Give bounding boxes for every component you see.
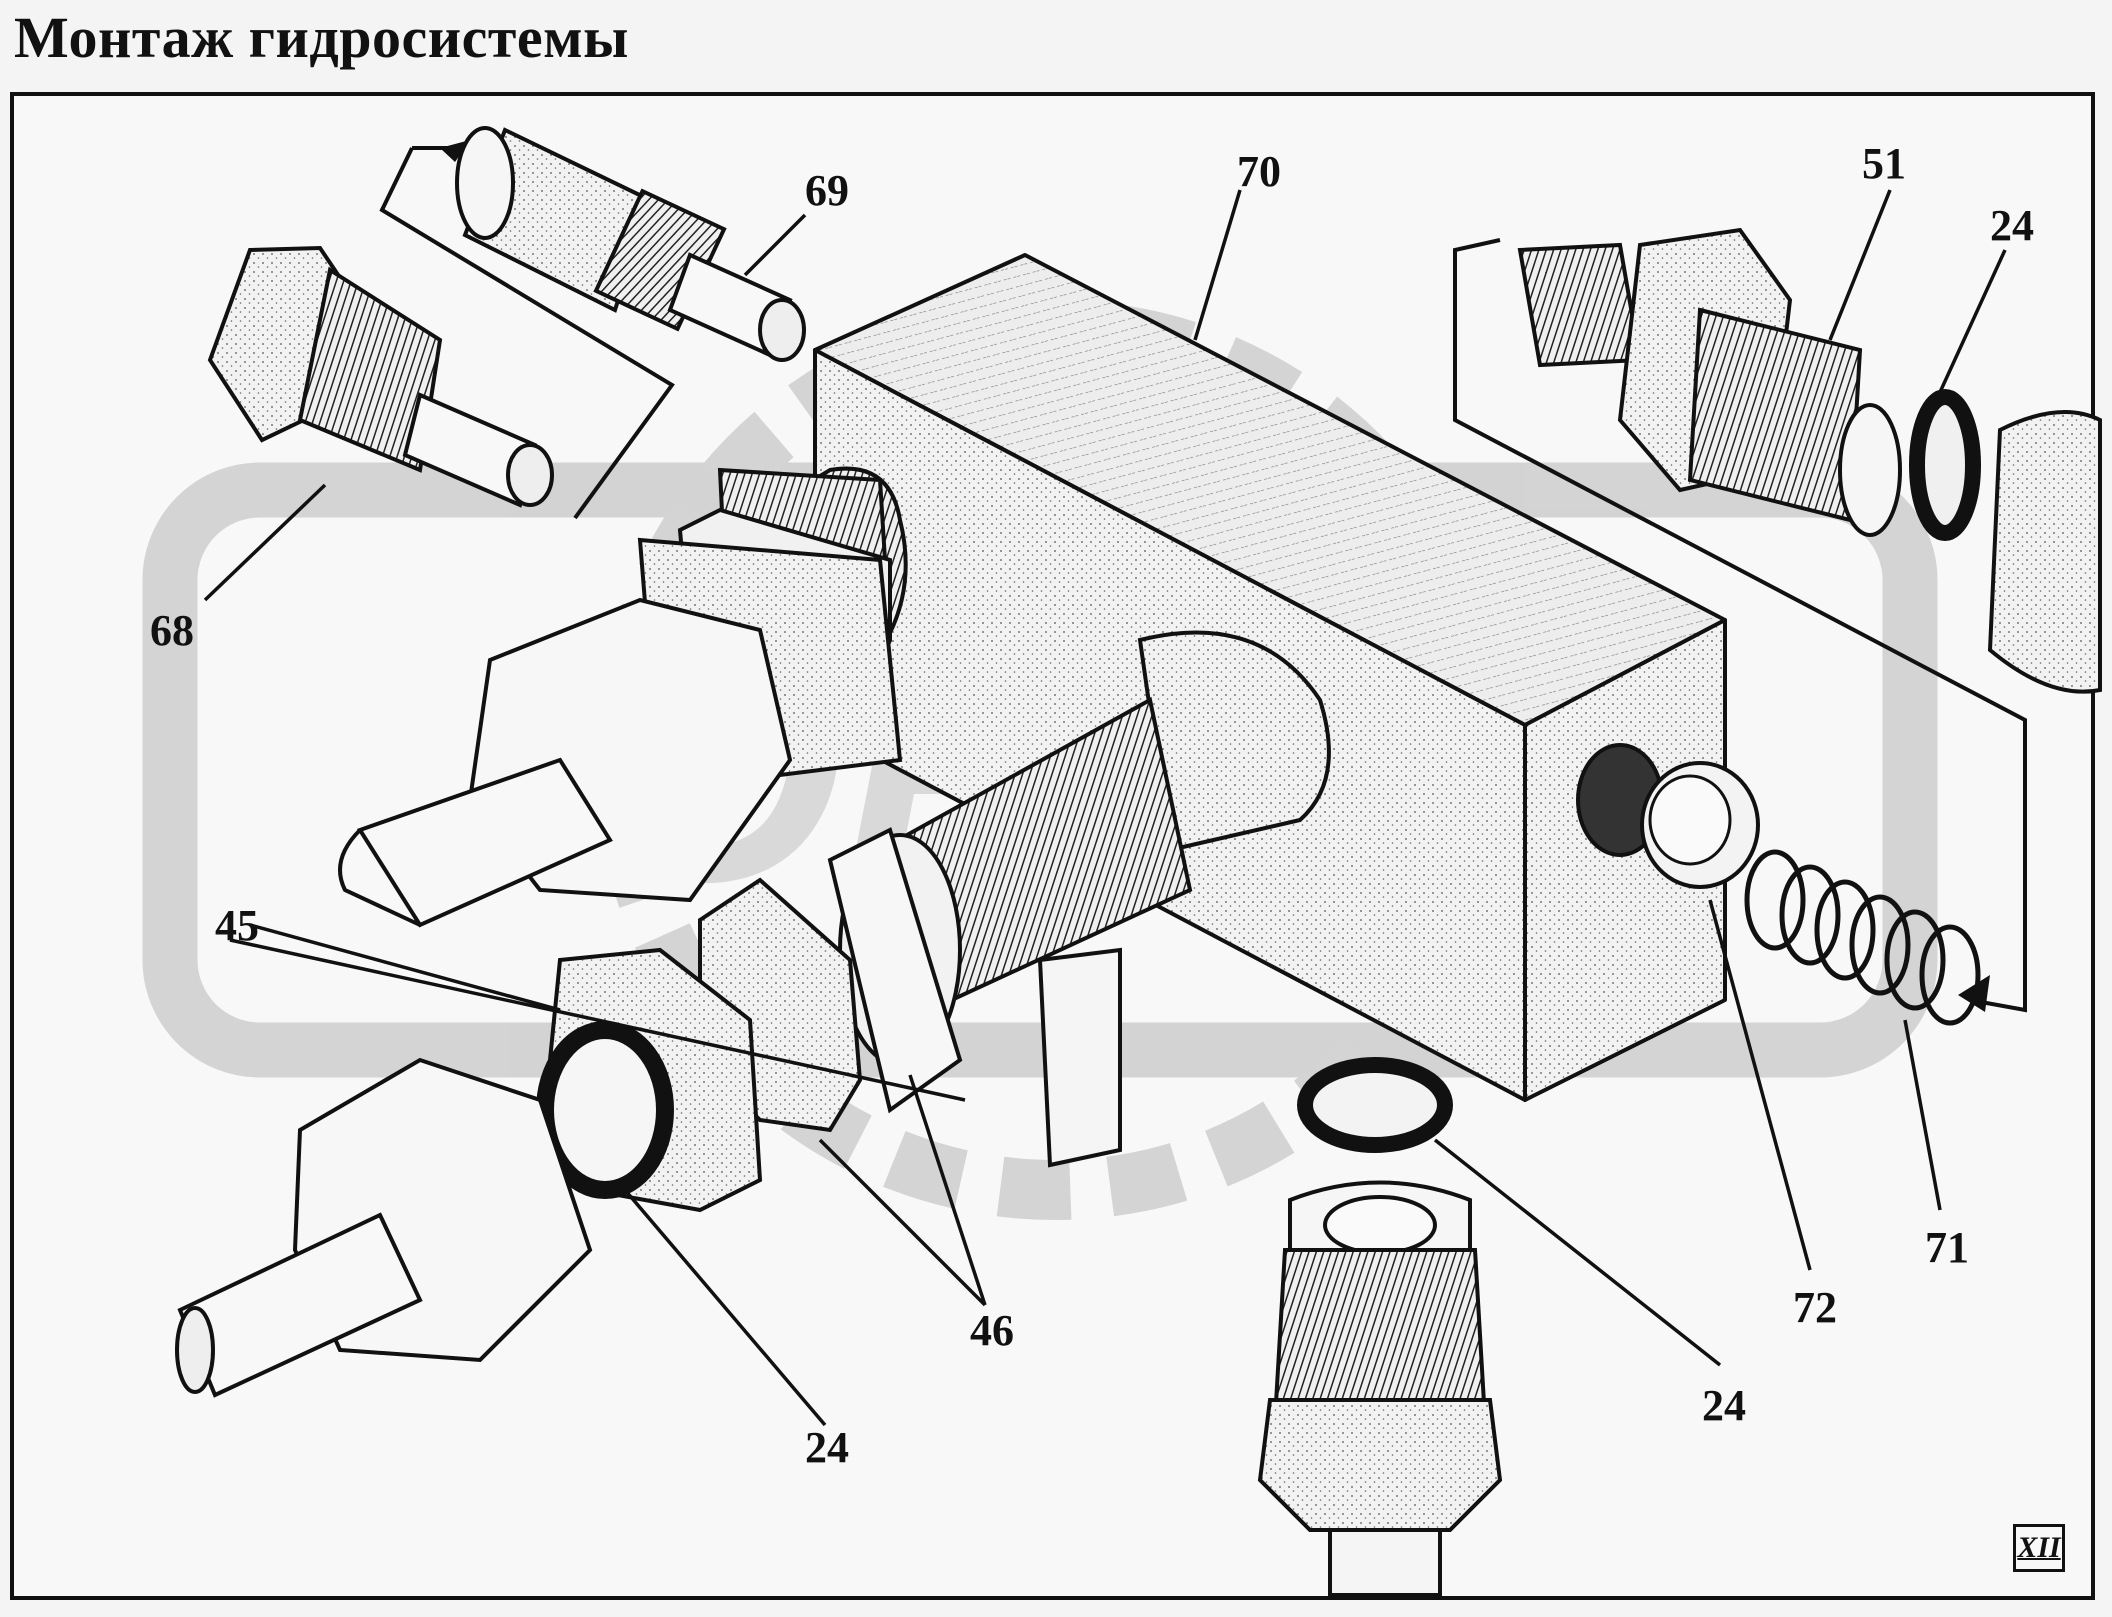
callout-46: 46 [970, 1306, 1014, 1355]
callout-24-bottom: 24 [1702, 1381, 1746, 1430]
fitting-51 [1453, 227, 2102, 1013]
threaded-tube [827, 630, 1331, 1168]
callouts: 69 70 51 24 68 45 46 24 24 72 71 [150, 139, 2034, 1472]
leader-lines [203, 189, 2007, 1427]
union-fitting-lower [175, 877, 863, 1398]
plug-69 [379, 126, 806, 520]
callout-71: 71 [1925, 1223, 1969, 1272]
callout-68: 68 [150, 606, 194, 655]
callout-45: 45 [215, 901, 259, 950]
callout-70: 70 [1237, 147, 1281, 196]
callout-24-top: 24 [1990, 201, 2034, 250]
plug-68 [207, 245, 554, 508]
spring-71 [1744, 849, 1981, 1026]
union-fitting-upper [338, 466, 908, 928]
check-ball-72 [1640, 761, 1760, 889]
washer-24-bottom [1297, 1057, 1453, 1153]
sheet-label: XII [2013, 1524, 2065, 1572]
callout-24-left: 24 [805, 1423, 849, 1472]
callout-72: 72 [1793, 1283, 1837, 1332]
page-title: Монтаж гидросистемы [14, 5, 629, 70]
callout-51: 51 [1862, 139, 1906, 188]
callout-69: 69 [805, 166, 849, 215]
bottom-fitting [1257, 1180, 1503, 1597]
